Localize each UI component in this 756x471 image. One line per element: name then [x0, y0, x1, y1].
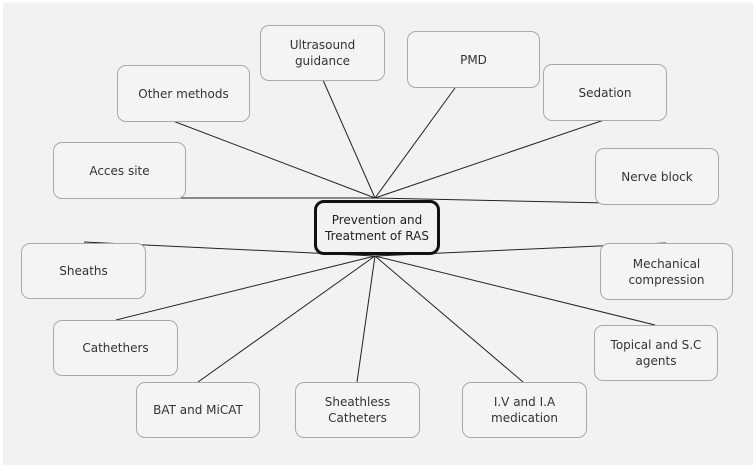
node-ultrasound-guidance: Ultrasound guidance [260, 25, 385, 81]
node-pmd: PMD [407, 31, 540, 88]
line-pmd [374, 87, 456, 199]
node-sedation: Sedation [543, 64, 667, 121]
node-sheaths: Sheaths [21, 243, 146, 299]
line-iv [374, 255, 524, 383]
line-sheathless [356, 255, 376, 383]
node-mechanical-compression: Mechanical compression [600, 243, 733, 300]
node-catheters: Cathethers [53, 320, 178, 376]
node-nerve-block: Nerve block [595, 148, 719, 205]
line-sedation [374, 119, 605, 199]
connector-lines [83, 79, 667, 383]
line-other-methods [172, 120, 376, 199]
node-iv-ia-medication: I.V and I.A medication [462, 382, 587, 438]
line-catheters [115, 255, 376, 321]
line-ultrasound [322, 79, 376, 199]
node-other-methods: Other methods [117, 65, 250, 122]
line-topical [374, 255, 656, 326]
node-sheathless-catheters: Sheathless Catheters [295, 382, 420, 438]
node-access-site: Acces site [53, 142, 186, 199]
node-bat-micat: BAT and MiCAT [136, 382, 260, 438]
diagram-canvas: Prevention and Treatment of RAS Ultrasou… [3, 3, 753, 465]
line-bat [197, 255, 376, 383]
node-topical-agents: Topical and S.C agents [594, 325, 718, 381]
center-node: Prevention and Treatment of RAS [314, 200, 440, 255]
